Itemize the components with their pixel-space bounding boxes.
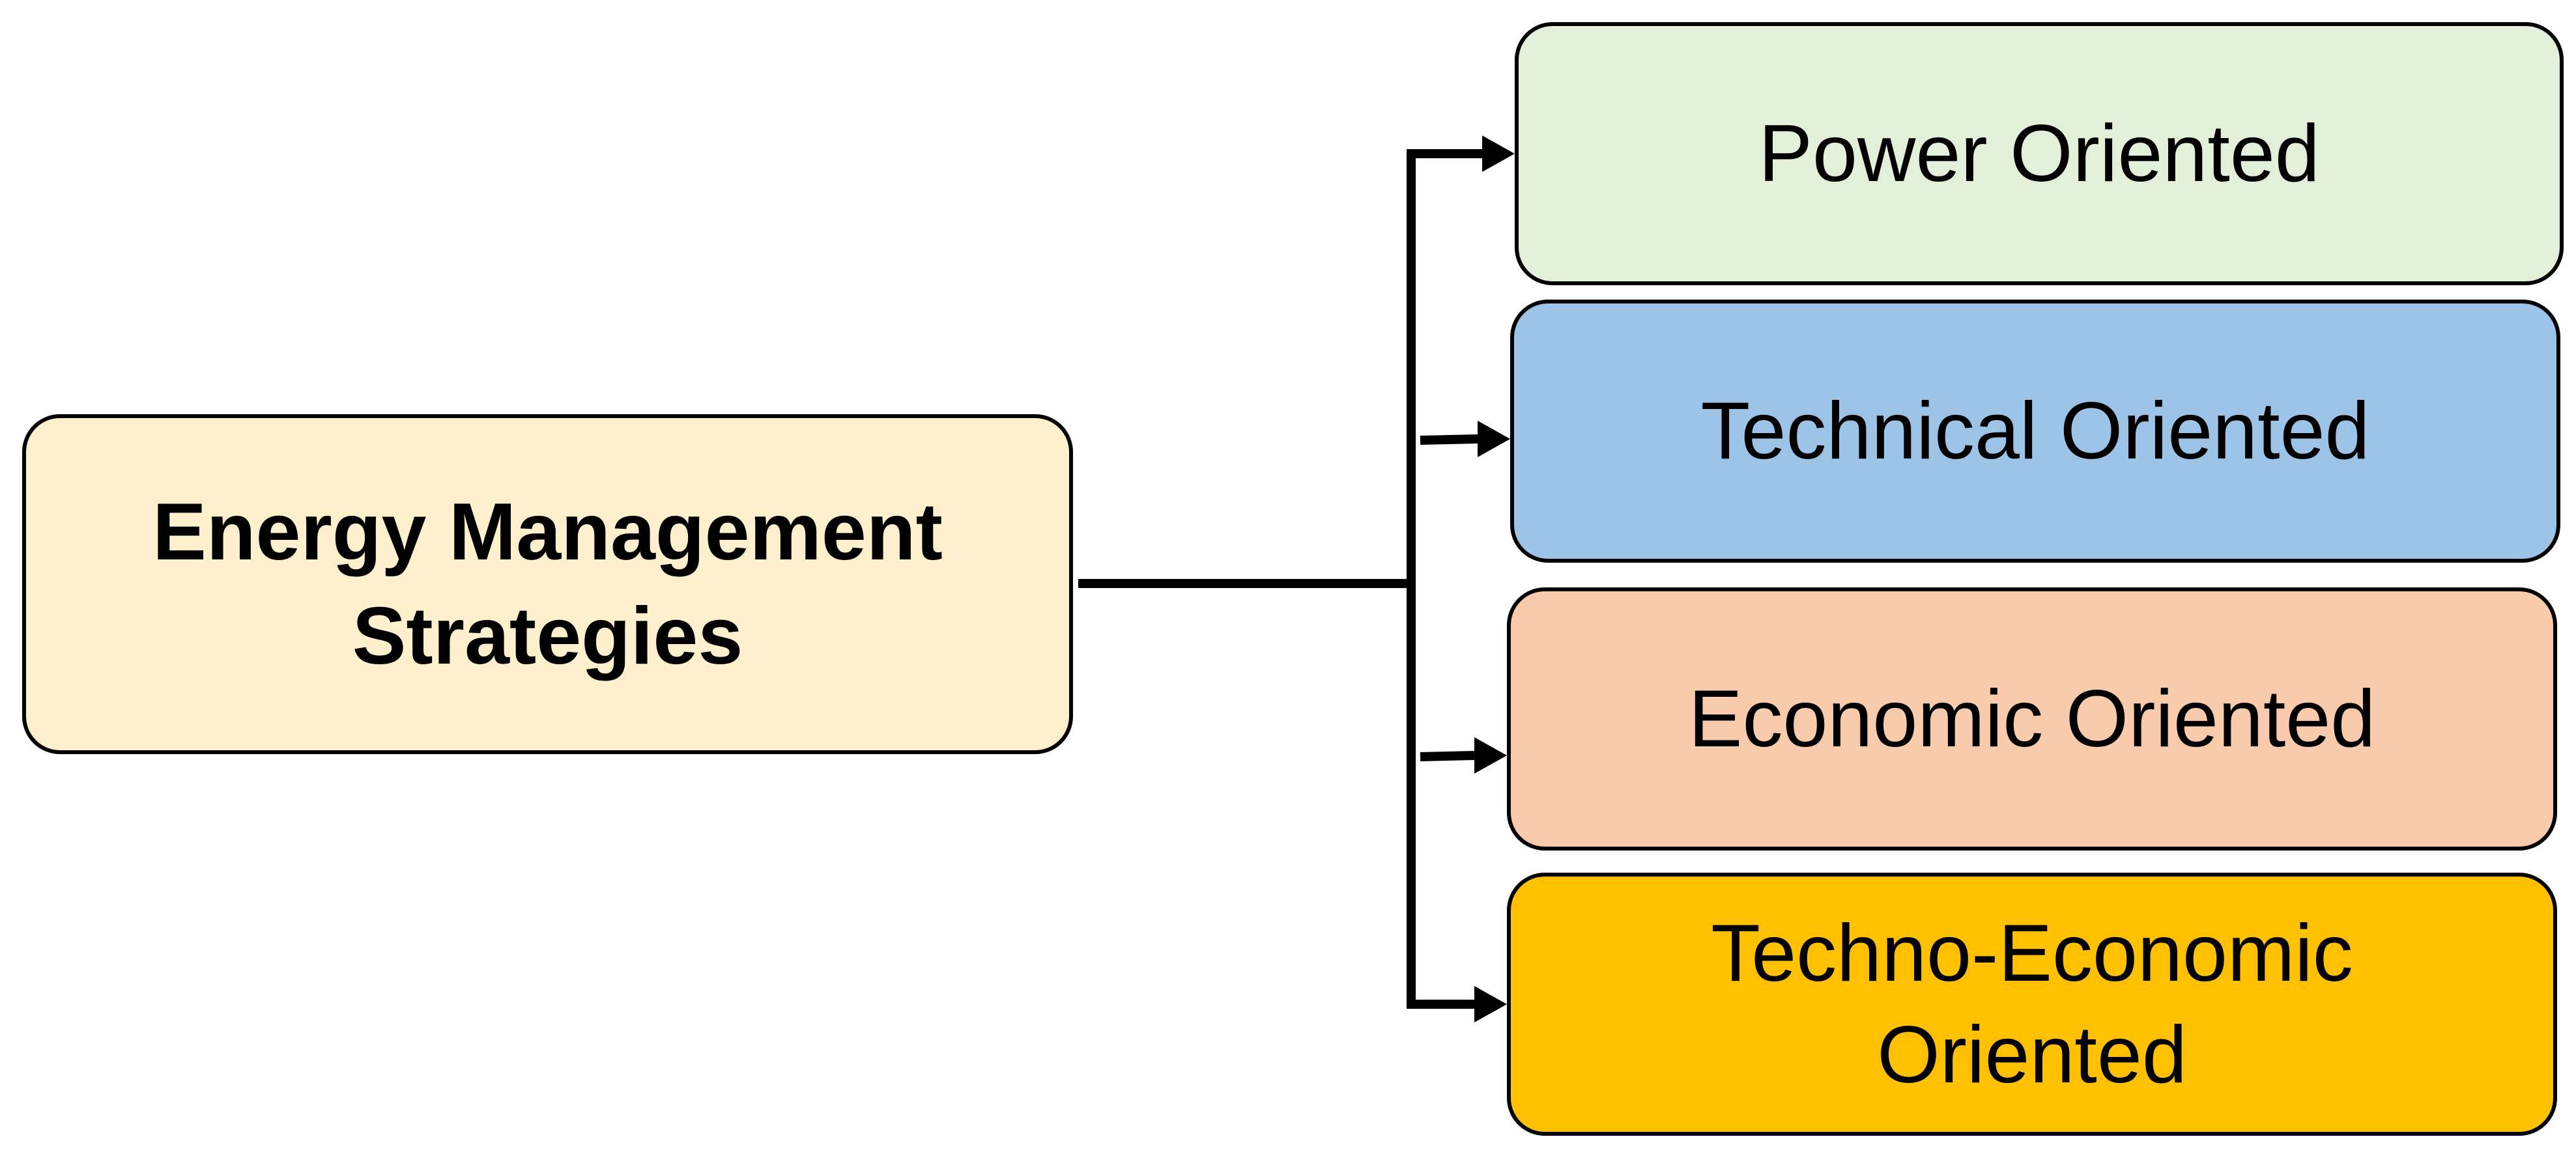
child-node-label-line1: Power Oriented	[1758, 109, 2320, 199]
arrowhead-technical	[1478, 421, 1510, 457]
root-node-label-line2: Strategies	[352, 591, 743, 681]
arrowhead-economic	[1474, 737, 1507, 774]
root-node-energy-management-strategies: Energy Management Strategies	[22, 414, 1073, 754]
child-node-power-oriented: Power Oriented	[1515, 22, 2564, 285]
child-node-technical-oriented: Technical Oriented	[1510, 300, 2560, 563]
child-node-economic-oriented: Economic Oriented	[1507, 587, 2557, 851]
child-node-techno-economic-oriented: Techno-Economic Oriented	[1507, 873, 2557, 1136]
child-node-label-line1: Techno-Economic	[1711, 908, 2353, 998]
child-node-label: Techno-Economic Oriented	[1711, 903, 2353, 1106]
child-node-label: Economic Oriented	[1689, 668, 2375, 770]
branch-line-economic	[1420, 751, 1475, 761]
arrowhead-power	[1482, 135, 1515, 172]
child-node-label: Power Oriented	[1758, 103, 2320, 204]
arrowhead-techno-economic	[1474, 986, 1507, 1022]
child-node-label-line2: Oriented	[1877, 1010, 2187, 1100]
child-node-label: Technical Oriented	[1701, 380, 2370, 482]
child-node-label-line1: Economic Oriented	[1688, 674, 2376, 764]
branch-line-technical	[1420, 434, 1478, 445]
root-node-label: Energy Management Strategies	[152, 480, 943, 688]
child-node-label-line1: Technical Oriented	[1700, 386, 2370, 476]
root-node-label-line1: Energy Management	[152, 487, 943, 577]
